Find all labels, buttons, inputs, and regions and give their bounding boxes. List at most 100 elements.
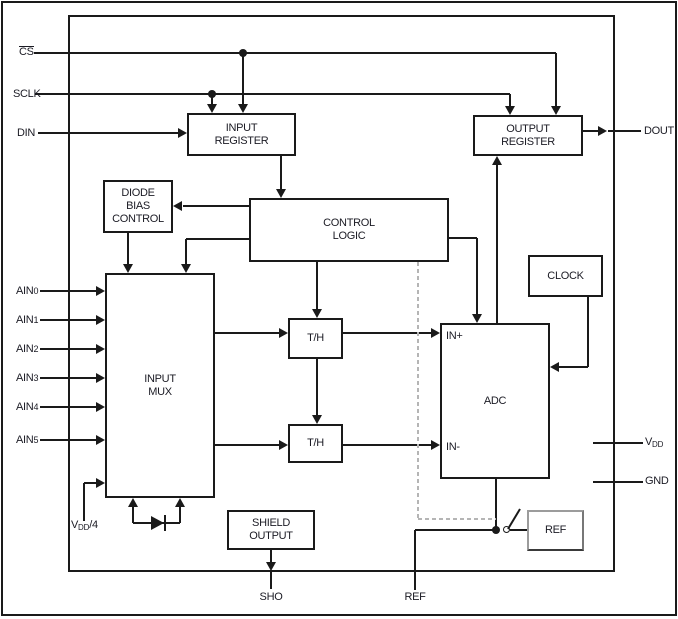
wire bbox=[343, 444, 432, 446]
pin-dout: DOUT bbox=[644, 125, 674, 137]
arrowhead bbox=[96, 344, 105, 354]
arrowhead bbox=[178, 128, 187, 138]
block-label: INPUT bbox=[144, 372, 176, 385]
wire bbox=[587, 297, 589, 367]
wire bbox=[38, 132, 179, 134]
arrowhead bbox=[472, 314, 482, 323]
wire bbox=[270, 572, 272, 589]
input-mux-block: INPUT MUX bbox=[105, 273, 215, 498]
pin-vdd: VDD bbox=[645, 436, 664, 449]
block-label: REGISTER bbox=[214, 134, 269, 147]
diode-bias-control-block: DIODE BIAS CONTROL bbox=[103, 180, 173, 233]
arrowhead bbox=[96, 315, 105, 325]
arrowhead bbox=[175, 498, 185, 507]
wire bbox=[414, 530, 416, 590]
arrowhead bbox=[207, 104, 217, 113]
wire bbox=[40, 439, 96, 441]
wire bbox=[179, 507, 181, 523]
block-label: MUX bbox=[148, 385, 172, 398]
wire bbox=[476, 238, 478, 314]
arrowhead bbox=[266, 562, 276, 571]
wire bbox=[242, 53, 244, 104]
output-register-block: OUTPUT REGISTER bbox=[473, 115, 583, 156]
wire bbox=[215, 332, 280, 334]
diode-icon bbox=[151, 516, 164, 530]
pin-sclk: SCLK bbox=[13, 88, 41, 100]
pin-ain1: AIN1 bbox=[16, 314, 39, 326]
ref-block: REF bbox=[527, 510, 584, 551]
switch-blade-icon bbox=[507, 508, 521, 530]
wire bbox=[40, 377, 96, 379]
dashed-control-wire bbox=[418, 518, 496, 520]
switch-contact-icon bbox=[503, 526, 510, 533]
arrowhead bbox=[96, 435, 105, 445]
pin-din: DIN bbox=[17, 127, 36, 139]
wire bbox=[593, 442, 643, 444]
junction-dot bbox=[239, 49, 247, 57]
block-label: T/H bbox=[307, 437, 324, 449]
wire bbox=[183, 205, 249, 207]
th-bottom-block: T/H bbox=[288, 424, 343, 463]
control-logic-block: CONTROL LOGIC bbox=[249, 198, 449, 262]
arrowhead bbox=[279, 328, 288, 338]
pin-ref: REF bbox=[404, 591, 426, 603]
block-label: T/H bbox=[307, 332, 324, 344]
block-label: OUTPUT bbox=[249, 530, 293, 542]
wire bbox=[510, 529, 527, 531]
diode-cathode-bar bbox=[164, 515, 166, 531]
pin-ain0: AIN0 bbox=[16, 285, 39, 297]
wire bbox=[40, 348, 96, 350]
pin-ain3: AIN3 bbox=[16, 372, 39, 384]
clock-block: CLOCK bbox=[528, 255, 603, 297]
block-label: CONTROL bbox=[323, 217, 375, 229]
junction-dot bbox=[492, 526, 500, 534]
arrowhead bbox=[505, 106, 515, 115]
wire bbox=[127, 233, 129, 264]
adc-block: IN+ ADC IN- bbox=[440, 323, 550, 479]
block-label: ADC bbox=[483, 394, 507, 407]
wire bbox=[449, 237, 477, 239]
wire bbox=[495, 479, 497, 530]
wire bbox=[608, 130, 641, 132]
block-label: BIAS bbox=[126, 200, 150, 212]
block-label: LOGIC bbox=[332, 230, 366, 242]
wire bbox=[83, 483, 85, 521]
shield-output-block: SHIELD OUTPUT bbox=[227, 510, 315, 550]
wire bbox=[84, 482, 96, 484]
wire bbox=[35, 93, 510, 95]
arrowhead bbox=[173, 201, 182, 211]
wire bbox=[40, 319, 96, 321]
wire bbox=[593, 481, 643, 483]
wire bbox=[185, 239, 187, 264]
wire bbox=[34, 52, 556, 54]
arrowhead bbox=[551, 106, 561, 115]
wire bbox=[316, 262, 318, 309]
junction-dot bbox=[208, 90, 216, 98]
chip-outline bbox=[68, 15, 615, 572]
block-label: REF bbox=[544, 524, 567, 536]
pin-gnd: GND bbox=[645, 475, 669, 487]
arrowhead bbox=[312, 309, 322, 318]
pin-cs: CS bbox=[19, 46, 34, 58]
arrowhead bbox=[96, 373, 105, 383]
arrowhead bbox=[431, 440, 440, 450]
wire bbox=[270, 550, 272, 562]
arrowhead bbox=[123, 264, 133, 273]
arrowhead bbox=[96, 478, 105, 488]
wire bbox=[555, 53, 557, 106]
adc-in-plus-label: IN+ bbox=[446, 330, 463, 342]
arrowhead bbox=[96, 402, 105, 412]
block-label: SHIELD bbox=[252, 517, 290, 529]
wire bbox=[280, 156, 282, 189]
pin-ain2: AIN2 bbox=[16, 343, 39, 355]
wire bbox=[559, 366, 588, 368]
block-label: REGISTER bbox=[501, 135, 555, 148]
wire bbox=[583, 130, 598, 132]
wire bbox=[496, 164, 498, 323]
wire bbox=[415, 529, 496, 531]
wire bbox=[40, 406, 96, 408]
arrowhead bbox=[128, 498, 138, 507]
pin-cs-label: CS bbox=[19, 46, 34, 58]
